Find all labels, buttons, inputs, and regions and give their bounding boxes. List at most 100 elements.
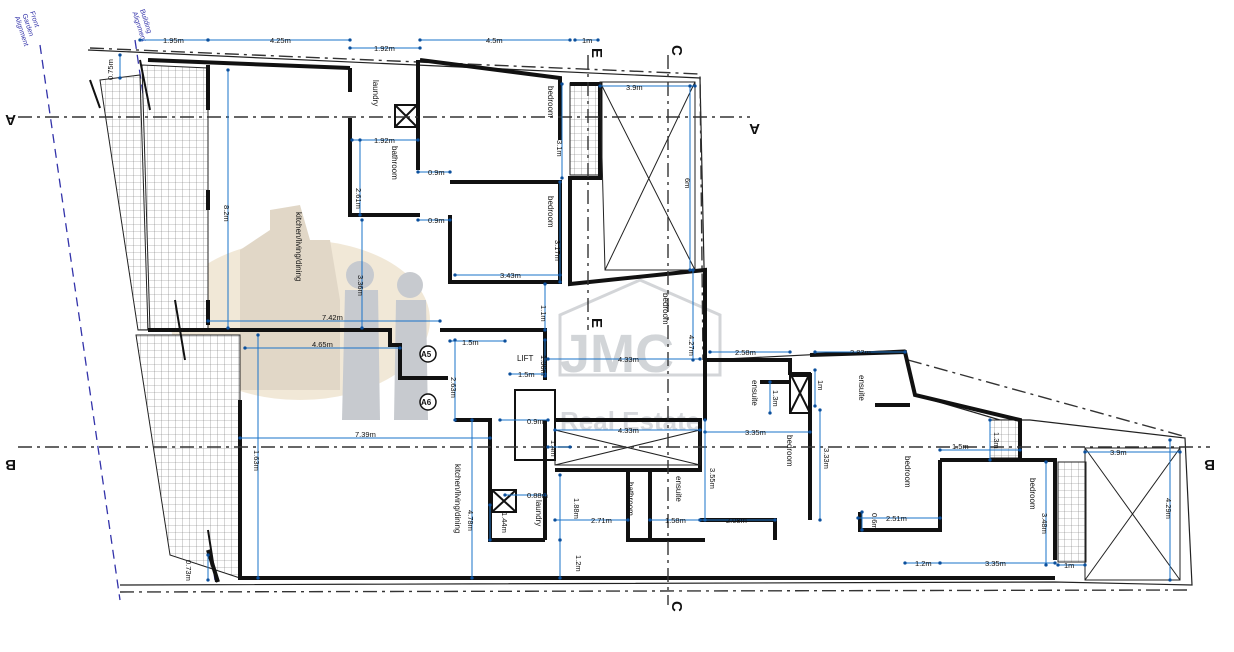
room-laundry-top: laundry bbox=[371, 80, 380, 106]
front-terrace-tiles-main bbox=[141, 64, 209, 331]
dim-1-2b: 1.2m bbox=[915, 559, 932, 568]
dim-1-92b: 1.92m bbox=[374, 136, 395, 145]
dim-1-44: 1.44m bbox=[500, 512, 509, 533]
marker-a5: A5 bbox=[419, 345, 437, 363]
dim-2-63: 2.63m bbox=[449, 377, 458, 398]
dim-1-95: 1.95m bbox=[163, 36, 184, 45]
balcony-tiles-right bbox=[1057, 461, 1087, 563]
marker-a6: A6 bbox=[419, 393, 437, 411]
dim-1-36: 1.36m bbox=[539, 355, 548, 376]
watermark-brand: JMC bbox=[560, 324, 674, 384]
dim-1-3b: 1.3m bbox=[992, 432, 1001, 449]
dim-6m: 6m bbox=[683, 178, 692, 188]
dim-2-08: 2.08m bbox=[726, 516, 747, 525]
room-ensuite-c: ensuite bbox=[674, 476, 683, 502]
walls bbox=[89, 58, 1057, 583]
room-labels: laundry bathroom bedroom bedroom kitchen… bbox=[294, 80, 1037, 533]
section-a-left: A bbox=[5, 111, 16, 128]
dim-1-4: 1.4m bbox=[549, 440, 558, 457]
dim-1-88: 1.88m bbox=[572, 498, 581, 519]
balcony-tiles-top bbox=[569, 82, 603, 176]
dim-4-78: 4.78m bbox=[466, 510, 475, 531]
dim-3-35a: 3.35m bbox=[745, 428, 766, 437]
dim-1-1: 1.1m bbox=[539, 305, 548, 322]
dim-8-2: 8.2m bbox=[222, 205, 231, 222]
dim-2-71: 2.71m bbox=[591, 516, 612, 525]
svg-text:A6: A6 bbox=[421, 398, 432, 407]
dim-3-1: 3.1m bbox=[555, 140, 564, 157]
dim-4-65: 4.65m bbox=[312, 340, 333, 349]
room-kitchen-top: kitchen/living/dining bbox=[294, 212, 303, 281]
dim-4-33b: 4.33m bbox=[618, 426, 639, 435]
dimension-labels: 1.95m 4.25m 1.92m 4.5m 1m 0.75m 3.9m 3.1… bbox=[106, 36, 1173, 581]
dim-0-88: 0.88m bbox=[527, 491, 548, 500]
dim-7-39: 7.39m bbox=[355, 430, 376, 439]
dim-4-25: 4.25m bbox=[270, 36, 291, 45]
dim-4-33a: 4.33m bbox=[618, 355, 639, 364]
dim-0-73: 0.73m bbox=[184, 560, 193, 581]
dim-1m-b: 1m bbox=[816, 380, 825, 390]
front-garden-label-1: Front bbox=[28, 10, 40, 28]
dim-2-58: 2.58m bbox=[735, 348, 756, 357]
dim-1-3: 1.3m bbox=[771, 390, 780, 407]
dim-3-33: 3.33m bbox=[822, 448, 831, 469]
svg-text:A5: A5 bbox=[421, 350, 432, 359]
dim-0-9a: 0.9m bbox=[428, 168, 445, 177]
dim-1-58: 1.58m bbox=[665, 516, 686, 525]
alignment-labels: Front Garden Alignment Building Alignmen… bbox=[13, 8, 154, 47]
dim-4-5: 4.5m bbox=[486, 36, 503, 45]
dim-0-75: 0.75m bbox=[106, 59, 115, 80]
lower-terrace-tiles bbox=[135, 334, 241, 579]
dim-1m-c: 1m bbox=[1064, 561, 1074, 570]
section-labels: A A B B C C E E bbox=[5, 45, 1215, 612]
dim-3-9a: 3.9m bbox=[626, 83, 643, 92]
dim-1-5b: 1.5m bbox=[518, 370, 535, 379]
section-c-top: C bbox=[668, 45, 685, 56]
dim-0-6: 0.6m bbox=[870, 513, 879, 530]
section-c-bottom: C bbox=[668, 601, 685, 612]
room-kitchen-bottom: kitchen/living/dining bbox=[453, 464, 462, 533]
room-bedroom-top1: bedroom bbox=[546, 86, 555, 118]
dim-2-51: 2.51m bbox=[886, 514, 907, 523]
front-garden-alignment-line bbox=[39, 44, 121, 601]
site-boundary-dashed bbox=[89, 47, 1193, 593]
section-e-mid: E bbox=[588, 318, 605, 328]
dim-1-5c: 1.5m bbox=[952, 442, 969, 451]
room-bedroom-top2: bedroom bbox=[546, 196, 555, 228]
dim-4-27: 4.27m bbox=[687, 335, 696, 356]
room-bedroom-mid: bedroom bbox=[661, 293, 670, 325]
dim-3-43: 3.43m bbox=[500, 271, 521, 280]
section-e-top: E bbox=[588, 48, 605, 58]
room-bathroom-top: bathroom bbox=[390, 146, 399, 180]
svg-text:Building Alignment: Building Alignment bbox=[130, 8, 154, 42]
dim-3-17: 3.17m bbox=[553, 240, 562, 261]
dim-1-2a: 1.2m bbox=[574, 555, 583, 572]
dim-3-9b: 3.9m bbox=[1110, 448, 1127, 457]
svg-text:Front Garden Align: Front Garden Alignment bbox=[13, 10, 45, 47]
dim-7-42: 7.42m bbox=[322, 313, 343, 322]
dim-1-92a: 1.92m bbox=[374, 44, 395, 53]
dim-2-61: 2.61m bbox=[354, 188, 363, 209]
room-bedroom-right2: bedroom bbox=[903, 456, 912, 488]
room-lift: LIFT bbox=[517, 354, 534, 363]
front-terrace-tiles bbox=[99, 74, 149, 331]
dimension-lines bbox=[118, 38, 1182, 582]
dim-3-36: 3.36m bbox=[356, 275, 365, 296]
dim-2-83: 2.83m bbox=[850, 348, 871, 357]
room-bathroom-bottom: bathroom bbox=[626, 482, 635, 516]
dim-1-63: 1.63m bbox=[252, 450, 261, 471]
dim-1-5a: 1.5m bbox=[462, 338, 479, 347]
dim-3-55: 3.55m bbox=[708, 468, 717, 489]
section-b-right: B bbox=[1204, 456, 1215, 473]
dim-3-35b: 3.35m bbox=[985, 559, 1006, 568]
dim-3-48: 3.48m bbox=[1040, 513, 1049, 534]
section-a-right: A bbox=[749, 120, 760, 137]
dim-1m: 1m bbox=[582, 36, 592, 45]
section-lines bbox=[18, 55, 1210, 605]
dim-0-9c: 0.9m bbox=[527, 417, 544, 426]
room-ensuite-a: ensuite bbox=[750, 380, 759, 406]
dim-0-9b: 0.9m bbox=[428, 216, 445, 225]
dim-4-29: 4.29m bbox=[1164, 498, 1173, 519]
section-b-left: B bbox=[5, 456, 16, 473]
